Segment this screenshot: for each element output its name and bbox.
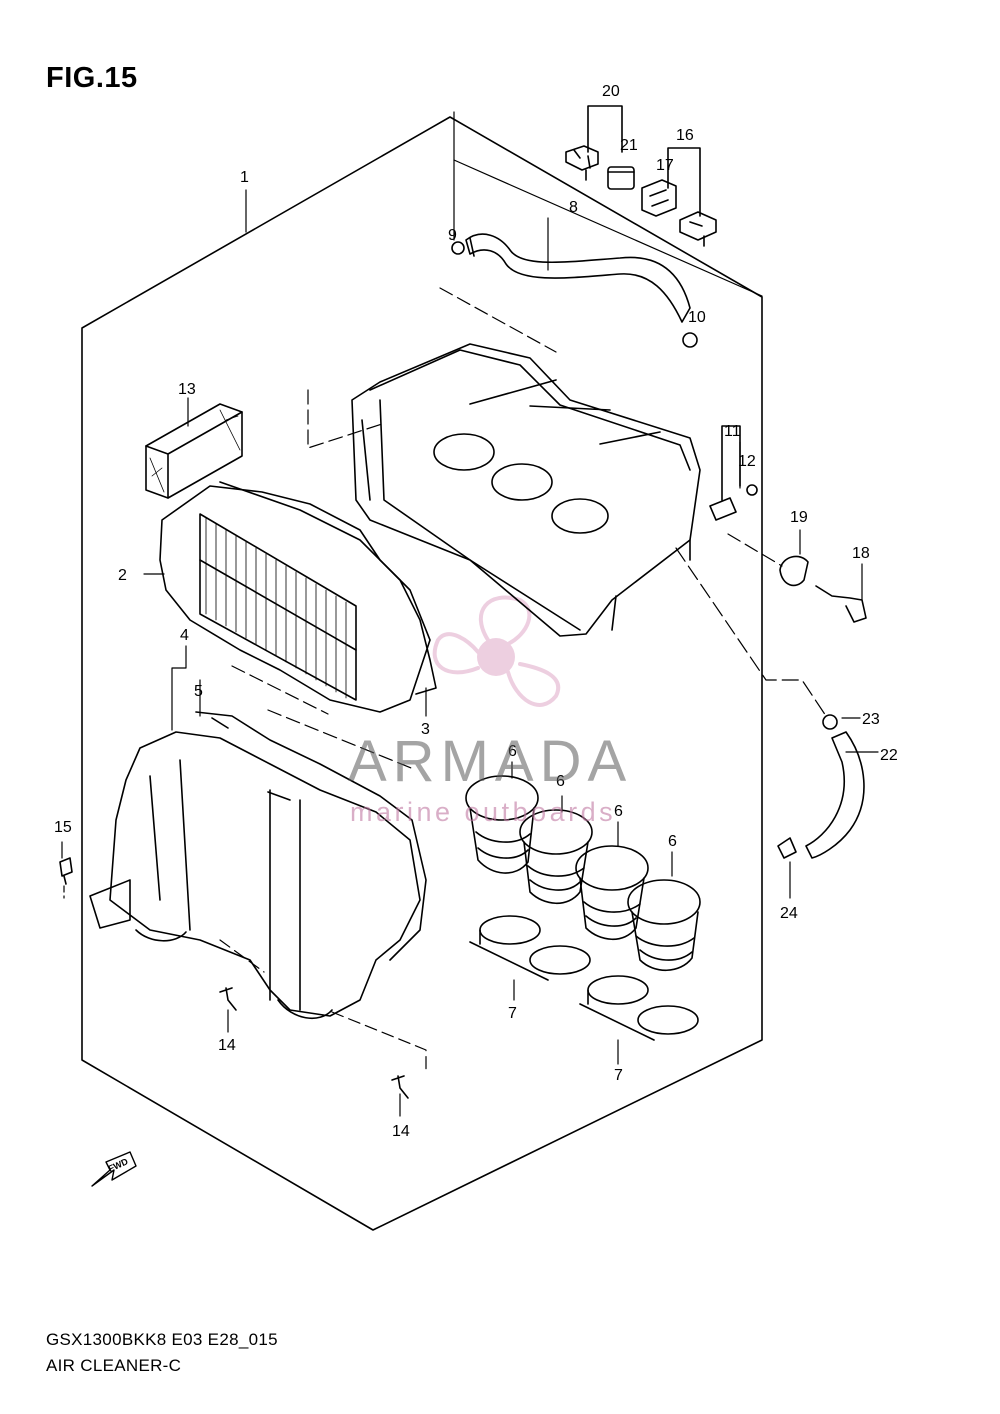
breather-tube [451, 111, 763, 348]
callout-24: 24 [780, 905, 798, 922]
part-13-block [145, 403, 243, 499]
callout-10: 10 [688, 309, 706, 326]
callout-14b: 14 [392, 1123, 410, 1140]
callout-18: 18 [852, 545, 870, 562]
watermark-brand: ARMADA [348, 729, 633, 794]
small-fittings [709, 425, 867, 623]
callout-12: 12 [738, 453, 756, 470]
callout-9: 9 [448, 227, 457, 244]
callout-11: 11 [724, 423, 741, 440]
connector-parts [565, 105, 717, 247]
watermark-tagline: marine outboards [350, 797, 617, 827]
callout-20: 20 [602, 83, 620, 100]
callout-21: 21 [620, 137, 638, 154]
hose-clamps [469, 915, 699, 1041]
watermark-logo [432, 595, 561, 707]
callout-15: 15 [54, 819, 72, 836]
callout-23: 23 [862, 711, 880, 728]
callout-4: 4 [180, 627, 189, 644]
air-cleaner-upper-case [351, 343, 701, 637]
callout-16: 16 [676, 127, 694, 144]
callout-6b: 6 [556, 773, 565, 790]
air-cleaner-lower-case [89, 711, 427, 1019]
figure-title: FIG.15 [46, 62, 138, 94]
callout-5: 5 [194, 683, 203, 700]
callout-7b: 7 [614, 1067, 623, 1084]
callout-numbers: 1 2 3 4 5 6 6 6 6 7 7 8 9 10 11 12 13 14… [54, 83, 898, 1140]
callout-7a: 7 [508, 1005, 517, 1022]
callout-2: 2 [118, 567, 127, 584]
drain-hose [777, 714, 865, 859]
callout-13: 13 [178, 381, 196, 398]
callout-3: 3 [421, 721, 430, 738]
callout-6c: 6 [614, 803, 623, 820]
leader-lines [61, 189, 879, 1117]
callout-17: 17 [656, 157, 674, 174]
section-name: AIR CLEANER-C [46, 1356, 182, 1375]
filter-element [159, 481, 437, 713]
fwd-arrow: FWD [91, 1151, 137, 1187]
screws [59, 857, 409, 1099]
callout-22: 22 [880, 747, 898, 764]
assembly-boundary [81, 116, 763, 1231]
model-code: GSX1300BKK8 E03 E28_015 [46, 1330, 278, 1349]
callout-19: 19 [790, 509, 808, 526]
callout-6a: 6 [508, 743, 517, 760]
intake-ducts [465, 775, 701, 971]
callout-6d: 6 [668, 833, 677, 850]
callout-14a: 14 [218, 1037, 236, 1054]
callout-8: 8 [569, 199, 578, 216]
callout-1: 1 [240, 169, 249, 186]
